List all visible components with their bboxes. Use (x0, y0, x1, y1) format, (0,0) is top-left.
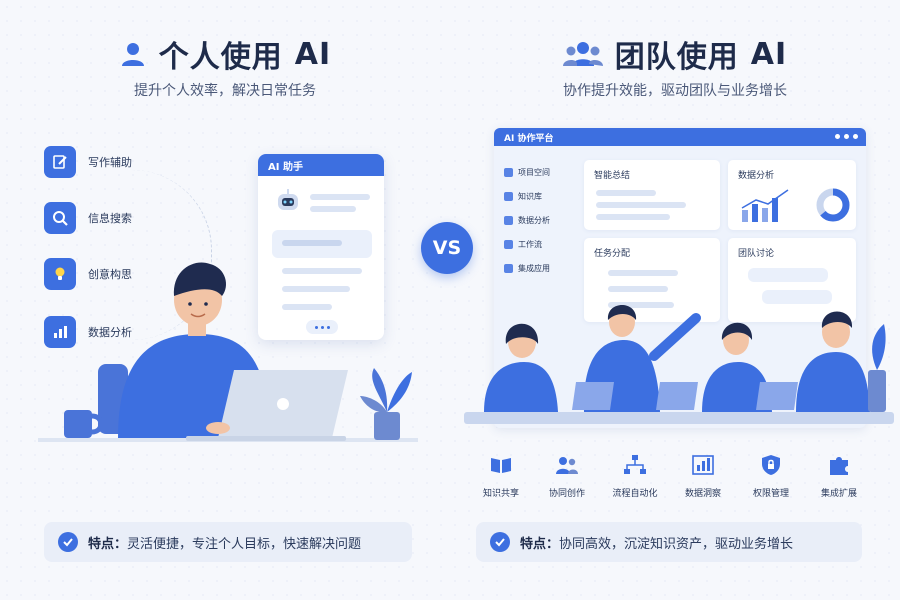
card-team-discussion: 团队讨论 (728, 238, 856, 322)
feature-idea: 创意构思 (44, 258, 132, 290)
text-placeholder (282, 268, 362, 274)
shield-lock-icon (758, 452, 784, 478)
assistant-title: AI 助手 (258, 154, 384, 176)
folder-icon (504, 167, 513, 177)
lightbulb-icon (44, 258, 76, 290)
card-data-analysis: 数据分析 (728, 160, 856, 230)
grid-icon (504, 263, 513, 273)
tool-integrations[interactable]: 集成扩展 (804, 452, 874, 499)
tool-co-creation[interactable]: 协同创作 (532, 452, 602, 499)
card-title: 团队讨论 (738, 249, 775, 259)
book-open-icon (488, 452, 514, 478)
feature-label: 信息搜索 (88, 212, 132, 225)
feature-data: 数据分析 (44, 316, 132, 348)
tool-data-insights[interactable]: 数据洞察 (668, 452, 738, 499)
feature-label: 数据分析 (88, 326, 132, 339)
connector-line (92, 170, 212, 340)
personal-title: 个人使用 AI (0, 32, 450, 76)
team-feature-summary: 特点：协同高效，沉淀知识资产，驱动业务增长 (476, 522, 862, 562)
platform-titlebar: AI 协作平台 (494, 128, 866, 146)
feature-writing: 写作辅助 (44, 146, 132, 178)
sidebar-item-integrations[interactable]: 集成应用 (504, 256, 566, 280)
tool-label: 协同创作 (548, 489, 585, 499)
card-task-assignment: 任务分配 (584, 238, 720, 322)
footer-text: 协同高效，沉淀知识资产，驱动业务增长 (559, 536, 794, 552)
sidebar-item-knowledge[interactable]: 知识库 (504, 184, 566, 208)
ai-assistant-card: AI 助手 (258, 154, 384, 340)
team-title: 团队使用 AI (450, 32, 900, 76)
team-title-text: 团队使用 (614, 40, 739, 75)
personal-subtitle: 提升个人效率，解决日常任务 (134, 83, 316, 99)
edit-icon (44, 146, 76, 178)
footer-label: 特点： (88, 536, 128, 552)
text-placeholder (310, 194, 370, 200)
users-icon (554, 452, 580, 478)
tool-label: 流程自动化 (612, 489, 658, 499)
card-smart-summary: 智能总结 (584, 160, 720, 230)
text-placeholder (282, 286, 350, 292)
card-title: 数据分析 (738, 171, 775, 181)
platform-sidebar: 项目空间 知识库 数据分析 工作流 集成应用 (504, 160, 566, 280)
personal-panel: 个人使用 AI 提升个人效率，解决日常任务 写作辅助 信息搜索 创意构思 数据分… (0, 32, 450, 562)
chart-icon (504, 215, 513, 225)
robot-icon (278, 189, 298, 210)
team-subtitle: 协作提升效能，驱动团队与业务增长 (563, 83, 787, 99)
tool-label: 知识共享 (482, 489, 519, 499)
mini-bar-chart (741, 189, 789, 222)
mini-donut-chart (816, 188, 850, 222)
footer-text: 灵活便捷，专注个人目标，快速解决问题 (127, 536, 362, 552)
text-placeholder (310, 206, 356, 212)
person-icon (121, 43, 144, 66)
team-meeting-illustration (464, 305, 894, 424)
card-title: 智能总结 (594, 171, 631, 181)
sidebar-item-analytics[interactable]: 数据分析 (504, 208, 566, 232)
workflow-icon (504, 239, 513, 249)
card-title: 任务分配 (594, 249, 631, 259)
feature-search: 信息搜索 (44, 202, 132, 234)
book-icon (504, 191, 513, 201)
person-laptop-illustration (38, 262, 418, 442)
team-title-ai: AI (750, 36, 788, 72)
footer-label: 特点： (520, 536, 560, 552)
tool-label: 数据洞察 (684, 489, 721, 499)
flow-icon (622, 452, 648, 478)
tool-label: 权限管理 (752, 489, 789, 499)
window-controls (835, 134, 858, 139)
personal-title-ai: AI (294, 36, 332, 72)
sidebar-item-workflow[interactable]: 工作流 (504, 232, 566, 256)
team-panel: 团队使用 AI 协作提升效能，驱动团队与业务增长 AI 协作平台 项目空间 知识… (450, 0, 900, 600)
more-button[interactable] (306, 320, 338, 334)
bar-chart-icon (44, 316, 76, 348)
text-placeholder (282, 240, 342, 246)
tool-automation[interactable]: 流程自动化 (600, 452, 670, 499)
personal-title-text: 个人使用 (158, 40, 283, 75)
team-icon (562, 42, 603, 66)
vs-badge: VS (421, 222, 473, 274)
check-icon (58, 532, 78, 552)
tool-label: 集成扩展 (820, 489, 857, 499)
text-placeholder (282, 304, 332, 310)
tool-knowledge-sharing[interactable]: 知识共享 (466, 452, 536, 499)
feature-label: 写作辅助 (88, 156, 132, 169)
feature-label: 创意构思 (88, 268, 132, 281)
platform-title: AI 协作平台 (504, 134, 554, 144)
personal-feature-summary: 特点：灵活便捷，专注个人目标，快速解决问题 (44, 522, 412, 562)
search-icon (44, 202, 76, 234)
puzzle-icon (826, 452, 852, 478)
check-icon (490, 532, 510, 552)
bar-chart-icon (690, 452, 716, 478)
tool-permissions[interactable]: 权限管理 (736, 452, 806, 499)
sidebar-item-projects[interactable]: 项目空间 (504, 160, 566, 184)
